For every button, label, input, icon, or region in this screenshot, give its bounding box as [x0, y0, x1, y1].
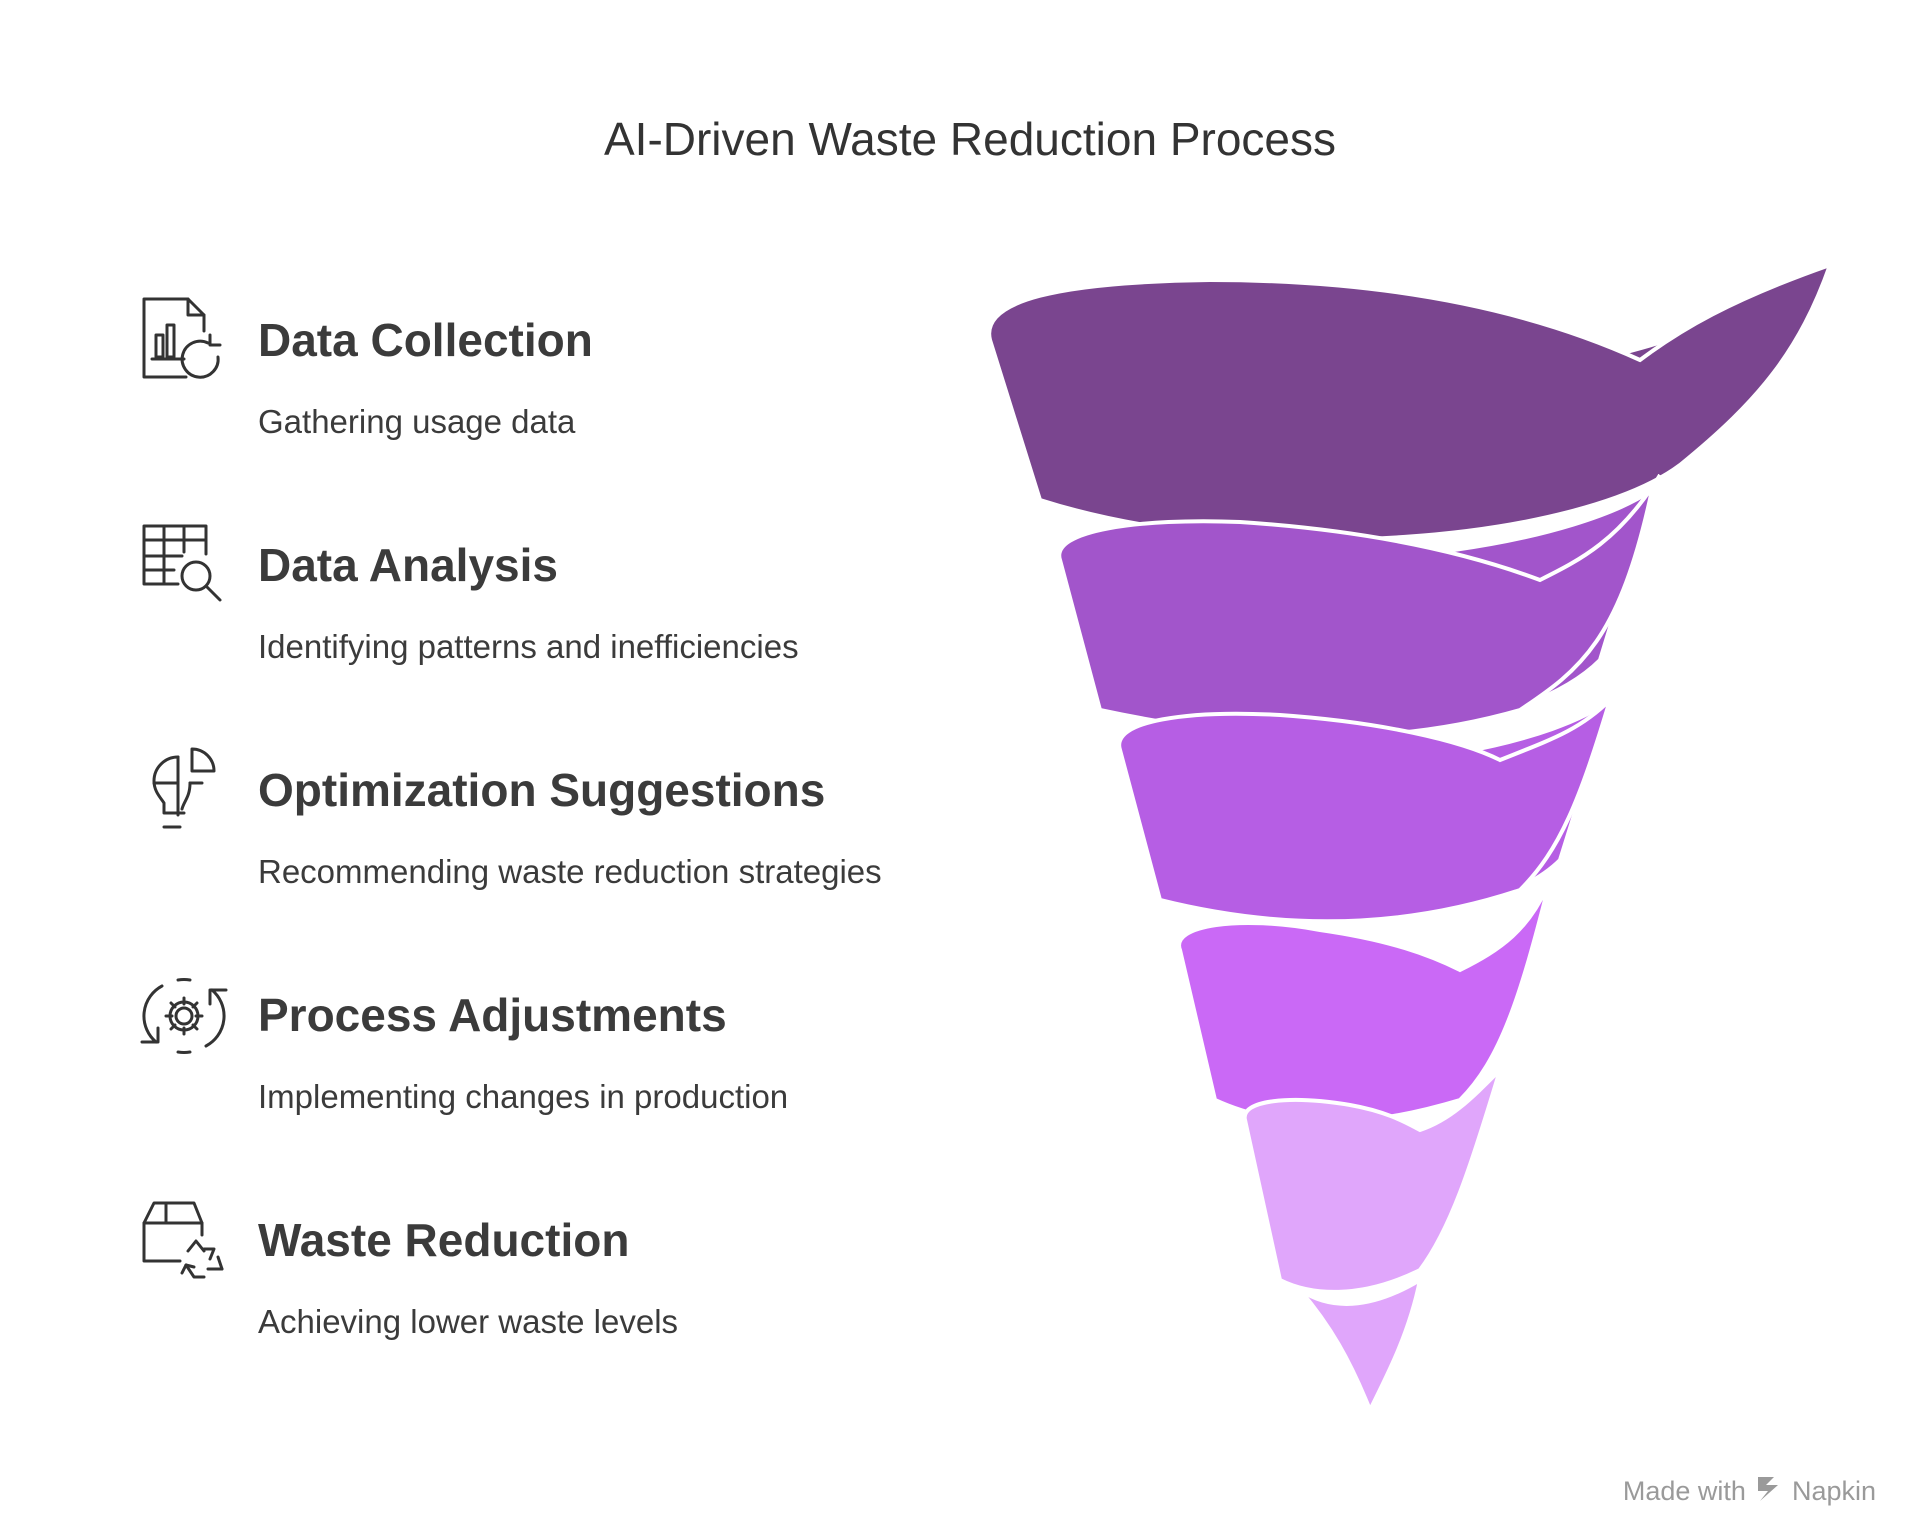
step-description: Achieving lower waste levels — [258, 1303, 679, 1340]
step-description: Recommending waste reduction strategies — [258, 853, 882, 890]
made-with-napkin-badge: Made with Napkin — [1623, 1473, 1876, 1510]
funnel-tip — [1298, 1275, 1423, 1415]
step-description: Implementing changes in production — [258, 1078, 789, 1115]
box-recycle-icon — [138, 1195, 230, 1287]
document-chart-refresh-icon — [138, 295, 230, 387]
step-heading: Waste Reduction — [258, 1214, 630, 1266]
napkin-logo-icon — [1756, 1473, 1782, 1510]
step-process-adjustments: Process Adjustments Implementing changes… — [138, 970, 998, 1170]
step-heading: Data Collection — [258, 314, 593, 366]
diagram-title: AI-Driven Waste Reduction Process — [603, 113, 1336, 165]
funnel-band-3-top — [1117, 698, 1612, 924]
gear-cycle-icon — [138, 970, 230, 1062]
step-waste-reduction: Waste Reduction Achieving lower waste le… — [138, 1195, 998, 1395]
step-list: Data Collection Gathering usage data Dat… — [138, 295, 998, 1395]
footer-brand: Napkin — [1791, 1476, 1876, 1506]
step-heading: Process Adjustments — [258, 989, 727, 1041]
step-description: Gathering usage data — [258, 403, 576, 440]
lightbulb-pie-icon — [138, 745, 230, 837]
funnel-band-5-top — [1242, 1068, 1502, 1294]
step-heading: Data Analysis — [258, 539, 558, 591]
step-data-analysis: Data Analysis Identifying patterns and i… — [138, 520, 998, 720]
step-data-collection: Data Collection Gathering usage data — [138, 295, 998, 495]
footer-text: Made with — [1622, 1476, 1746, 1506]
spiral-funnel — [960, 240, 1860, 1420]
step-description: Identifying patterns and inefficiencies — [258, 628, 799, 665]
funnel-band-1-top — [987, 261, 1834, 542]
table-search-icon — [138, 520, 230, 612]
step-optimization-suggestions: Optimization Suggestions Recommending wa… — [138, 745, 998, 945]
step-heading: Optimization Suggestions — [258, 764, 826, 816]
